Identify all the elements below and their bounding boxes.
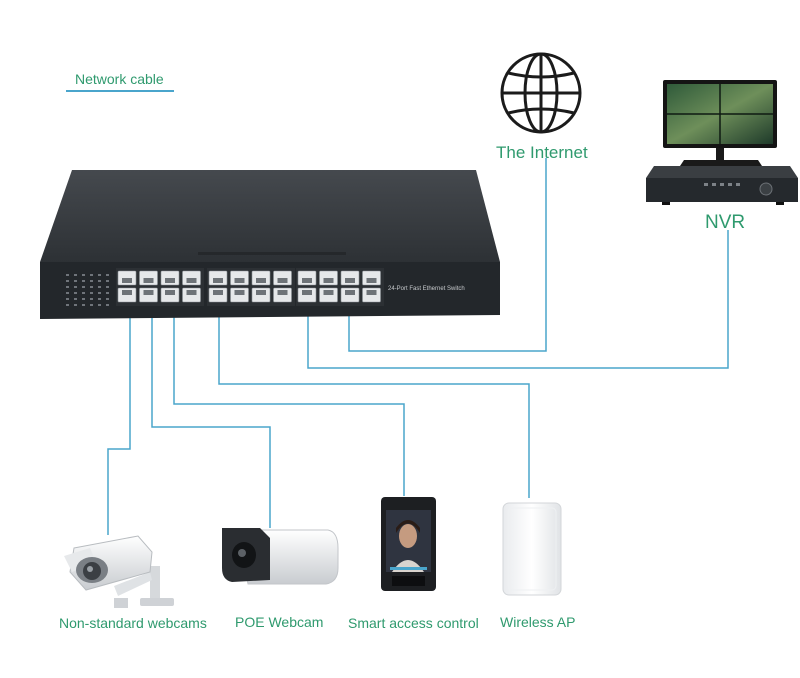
- poe-webcam-label: POE Webcam: [235, 614, 324, 630]
- ethernet-port-socket: [256, 290, 266, 295]
- status-led: [74, 286, 77, 288]
- ethernet-port-socket: [165, 278, 175, 283]
- status-led: [98, 298, 101, 300]
- cable-smart-access: [173, 305, 405, 496]
- status-led: [106, 280, 109, 282]
- monitor-icon: [663, 80, 777, 166]
- smart-access-control-icon: [381, 497, 436, 591]
- status-led: [98, 304, 101, 306]
- status-led: [82, 298, 85, 300]
- status-led: [66, 274, 69, 276]
- status-led: [90, 298, 93, 300]
- ethernet-port-socket: [213, 290, 223, 295]
- ethernet-port-socket: [366, 290, 377, 295]
- status-led: [82, 304, 85, 306]
- ethernet-port-socket: [277, 290, 288, 295]
- ethernet-port-socket: [277, 278, 288, 283]
- poe-webcam-icon: [222, 528, 339, 585]
- smart-access-control-label: Smart access control: [348, 615, 479, 631]
- status-led: [90, 286, 93, 288]
- status-led: [74, 298, 77, 300]
- ethernet-port-socket: [345, 290, 355, 295]
- status-led: [98, 286, 101, 288]
- status-led: [90, 274, 93, 276]
- wireless-ap-label: Wireless AP: [500, 614, 576, 630]
- ethernet-port-socket: [323, 278, 334, 283]
- ethernet-port-socket: [122, 278, 132, 283]
- status-led: [74, 280, 77, 282]
- ethernet-port-socket: [122, 290, 132, 295]
- ethernet-port-socket: [323, 290, 334, 295]
- ethernet-port-socket: [186, 290, 197, 295]
- status-led: [66, 304, 69, 306]
- status-led: [90, 304, 93, 306]
- ethernet-port-socket: [345, 278, 355, 283]
- cable-nvr: [307, 230, 729, 369]
- ethernet-port-socket: [143, 290, 154, 295]
- switch-port-grid: [116, 268, 384, 306]
- status-led: [98, 274, 101, 276]
- status-led: [106, 292, 109, 294]
- cable-wireless-ap: [218, 305, 530, 498]
- ethernet-port-socket: [143, 278, 154, 283]
- status-led: [82, 274, 85, 276]
- internet-label: The Internet: [496, 143, 588, 162]
- cable-internet: [348, 158, 547, 352]
- ethernet-switch: 24-Port Fast Ethernet Switch: [40, 170, 500, 319]
- status-led: [98, 280, 101, 282]
- status-led: [66, 292, 69, 294]
- wireless-ap-icon: [502, 502, 562, 596]
- status-led: [82, 280, 85, 282]
- ethernet-port-socket: [302, 278, 312, 283]
- status-led: [82, 292, 85, 294]
- status-led: [106, 304, 109, 306]
- switch-top: [40, 170, 500, 262]
- status-led: [106, 286, 109, 288]
- status-led: [82, 286, 85, 288]
- non-standard-webcam-icon: [64, 535, 174, 608]
- switch-led-panel: [66, 274, 109, 306]
- status-led: [66, 280, 69, 282]
- status-led: [74, 292, 77, 294]
- switch-top-seam: [198, 252, 346, 255]
- globe-icon: [500, 52, 582, 134]
- cables: [107, 158, 729, 535]
- status-led: [106, 274, 109, 276]
- ethernet-port-socket: [186, 278, 197, 283]
- status-led: [74, 274, 77, 276]
- cable-poe-webcam: [151, 305, 271, 528]
- status-led: [66, 298, 69, 300]
- non-standard-webcams-label: Non-standard webcams: [59, 615, 207, 631]
- status-led: [74, 304, 77, 306]
- status-led: [90, 292, 93, 294]
- cable-non-standard-webcam: [107, 305, 131, 535]
- ethernet-port-socket: [256, 278, 266, 283]
- ethernet-port-socket: [234, 278, 245, 283]
- switch-label: 24-Port Fast Ethernet Switch: [388, 286, 465, 292]
- legend-label: Network cable: [75, 71, 164, 87]
- nvr-recorder-icon: [646, 166, 798, 205]
- status-led: [90, 280, 93, 282]
- ethernet-port-socket: [213, 278, 223, 283]
- ethernet-port-socket: [165, 290, 175, 295]
- nvr-label: NVR: [705, 212, 746, 233]
- ethernet-port-socket: [302, 290, 312, 295]
- status-led: [66, 286, 69, 288]
- ethernet-port-socket: [366, 278, 377, 283]
- status-led: [106, 298, 109, 300]
- ethernet-port-socket: [234, 290, 245, 295]
- status-led: [98, 292, 101, 294]
